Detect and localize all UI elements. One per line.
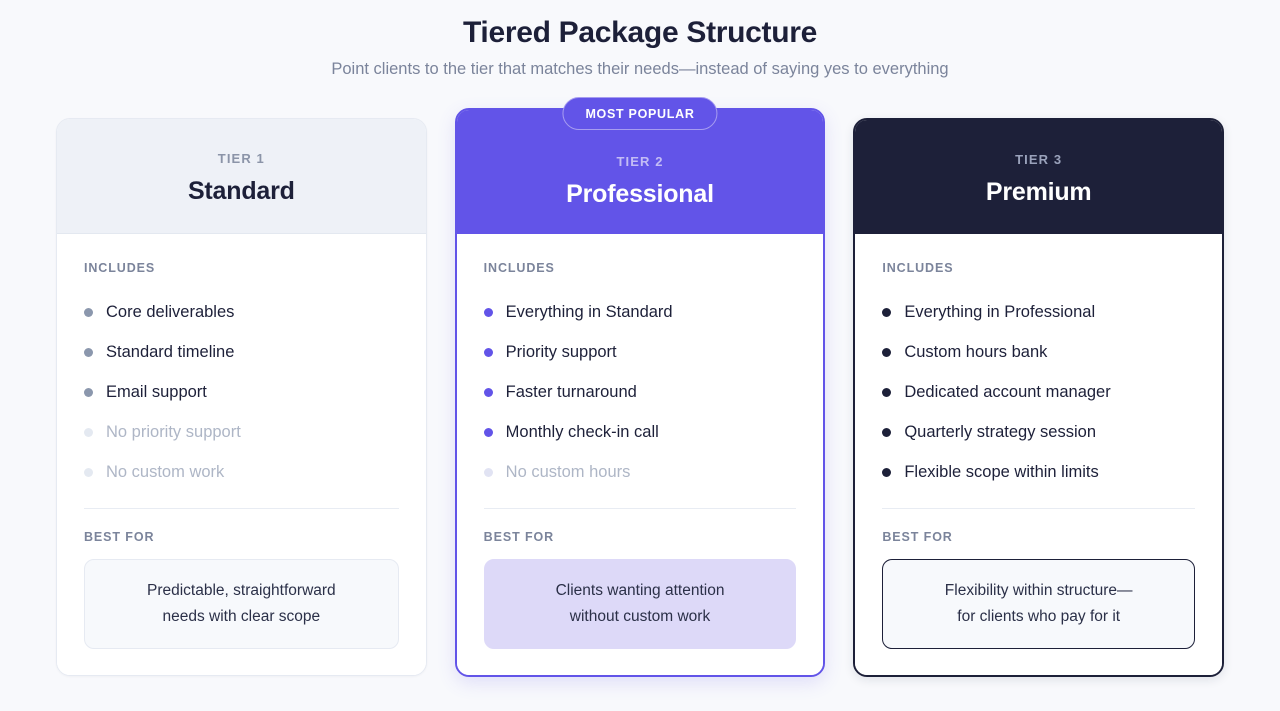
bullet-dot-icon [882, 307, 892, 317]
section-divider [483, 508, 797, 509]
feature-label: Flexible scope within limits [904, 463, 1099, 481]
list-item: Custom hours bank [882, 332, 1195, 372]
feature-label: Standard timeline [106, 343, 235, 361]
feature-label: Everything in Standard [505, 303, 673, 321]
tier-name: Professional [566, 180, 714, 208]
tier-card-premium-inner: TIER 3 Premium INCLUDES Everything in Pr… [853, 118, 1225, 677]
best-for-label: BEST FOR [483, 530, 555, 544]
tier-card-standard-inner: TIER 1 Standard INCLUDES Core deliverabl… [56, 118, 427, 676]
bullet-dot-icon [483, 387, 493, 397]
tier-card-standard-header: TIER 1 Standard [57, 119, 426, 234]
list-item: No custom work [84, 452, 399, 492]
list-item: Standard timeline [84, 332, 399, 372]
best-for-line-2: for clients who pay for it [957, 608, 1121, 625]
tier-name: Premium [985, 178, 1092, 206]
tier-card-standard-body: INCLUDES Core deliverables Standard time… [57, 234, 426, 675]
list-item: Everything in Standard [483, 292, 797, 332]
feature-label: Monthly check-in call [505, 423, 659, 441]
bullet-dot-icon [483, 307, 493, 317]
best-for-line-2: without custom work [569, 608, 711, 625]
feature-label: Core deliverables [106, 303, 235, 321]
bullet-dot-icon [882, 387, 892, 397]
list-item: Everything in Professional [882, 292, 1195, 332]
list-item: Core deliverables [84, 292, 399, 332]
includes-label: INCLUDES [882, 261, 954, 275]
best-for-line-1: Predictable, straightforward [147, 582, 336, 599]
list-item: Quarterly strategy session [882, 412, 1195, 452]
tier-card-professional[interactable]: MOST POPULAR TIER 2 Professional INCLUDE… [454, 97, 826, 677]
best-for-label: BEST FOR [84, 530, 155, 544]
section-divider [882, 508, 1196, 509]
feature-label: Priority support [505, 343, 617, 361]
includes-label: INCLUDES [84, 261, 156, 275]
section-divider [84, 508, 399, 509]
feature-label: Faster turnaround [505, 383, 637, 401]
feature-label: No custom hours [505, 463, 631, 481]
best-for-box: Predictable, straightforward needs with … [84, 559, 399, 649]
bullet-dot-icon [84, 347, 93, 357]
tier-card-premium-header: TIER 3 Premium [855, 120, 1223, 234]
tier-name: Standard [187, 177, 295, 205]
best-for-line-1: Clients wanting attention [555, 582, 725, 599]
feature-label: Email support [106, 383, 207, 401]
feature-label: Everything in Professional [904, 303, 1096, 321]
list-item: Monthly check-in call [483, 412, 797, 452]
page-subtitle: Point clients to the tier that matches t… [331, 60, 949, 78]
best-for-line-1: Flexibility within structure— [944, 582, 1133, 599]
bullet-dot-icon [882, 347, 892, 357]
bullet-dot-icon [483, 427, 493, 437]
tier-card-professional-body: INCLUDES Everything in Standard Priority… [456, 234, 824, 675]
feature-list: Everything in Professional Custom hours … [882, 292, 1195, 492]
includes-label: INCLUDES [483, 261, 555, 275]
tier-card-grid: TIER 1 Standard INCLUDES Core deliverabl… [56, 97, 1225, 677]
list-item: No priority support [84, 412, 399, 452]
tier-card-professional-inner: TIER 2 Professional INCLUDES Everything … [454, 108, 826, 677]
feature-label: Dedicated account manager [904, 383, 1111, 401]
tier-card-premium-body: INCLUDES Everything in Professional Cust… [855, 234, 1223, 675]
list-item: Email support [84, 372, 399, 412]
bullet-dot-icon [84, 387, 93, 397]
bullet-dot-icon [84, 467, 93, 477]
feature-list: Everything in Standard Priority support … [483, 292, 797, 492]
best-for-line-2: needs with clear scope [162, 608, 321, 625]
tier-label: TIER 2 [616, 154, 664, 169]
page-title: Tiered Package Structure [462, 16, 818, 49]
best-for-label: BEST FOR [882, 530, 953, 544]
feature-list: Core deliverables Standard timeline Emai… [84, 292, 399, 492]
tier-card-premium[interactable]: TIER 3 Premium INCLUDES Everything in Pr… [853, 118, 1225, 677]
tier-card-professional-header: TIER 2 Professional [456, 110, 824, 234]
most-popular-badge: MOST POPULAR [562, 97, 718, 130]
list-item: Dedicated account manager [882, 372, 1195, 412]
tier-label: TIER 3 [1015, 152, 1063, 167]
bullet-dot-icon [882, 427, 892, 437]
page-header: Tiered Package Structure Point clients t… [0, 0, 1280, 80]
bullet-dot-icon [483, 467, 493, 477]
tier-card-standard[interactable]: TIER 1 Standard INCLUDES Core deliverabl… [56, 118, 427, 676]
feature-label: Quarterly strategy session [904, 423, 1097, 441]
list-item: No custom hours [483, 452, 797, 492]
list-item: Priority support [483, 332, 797, 372]
feature-label: Custom hours bank [904, 343, 1048, 361]
bullet-dot-icon [483, 347, 493, 357]
feature-label: No priority support [106, 423, 241, 441]
best-for-box: Clients wanting attention without custom… [483, 559, 797, 649]
tier-label: TIER 1 [217, 151, 265, 166]
bullet-dot-icon [84, 307, 93, 317]
list-item: Flexible scope within limits [882, 452, 1195, 492]
list-item: Faster turnaround [483, 372, 797, 412]
best-for-box: Flexibility within structure— for client… [882, 559, 1196, 649]
feature-label: No custom work [106, 463, 225, 481]
bullet-dot-icon [882, 467, 892, 477]
bullet-dot-icon [84, 427, 93, 437]
